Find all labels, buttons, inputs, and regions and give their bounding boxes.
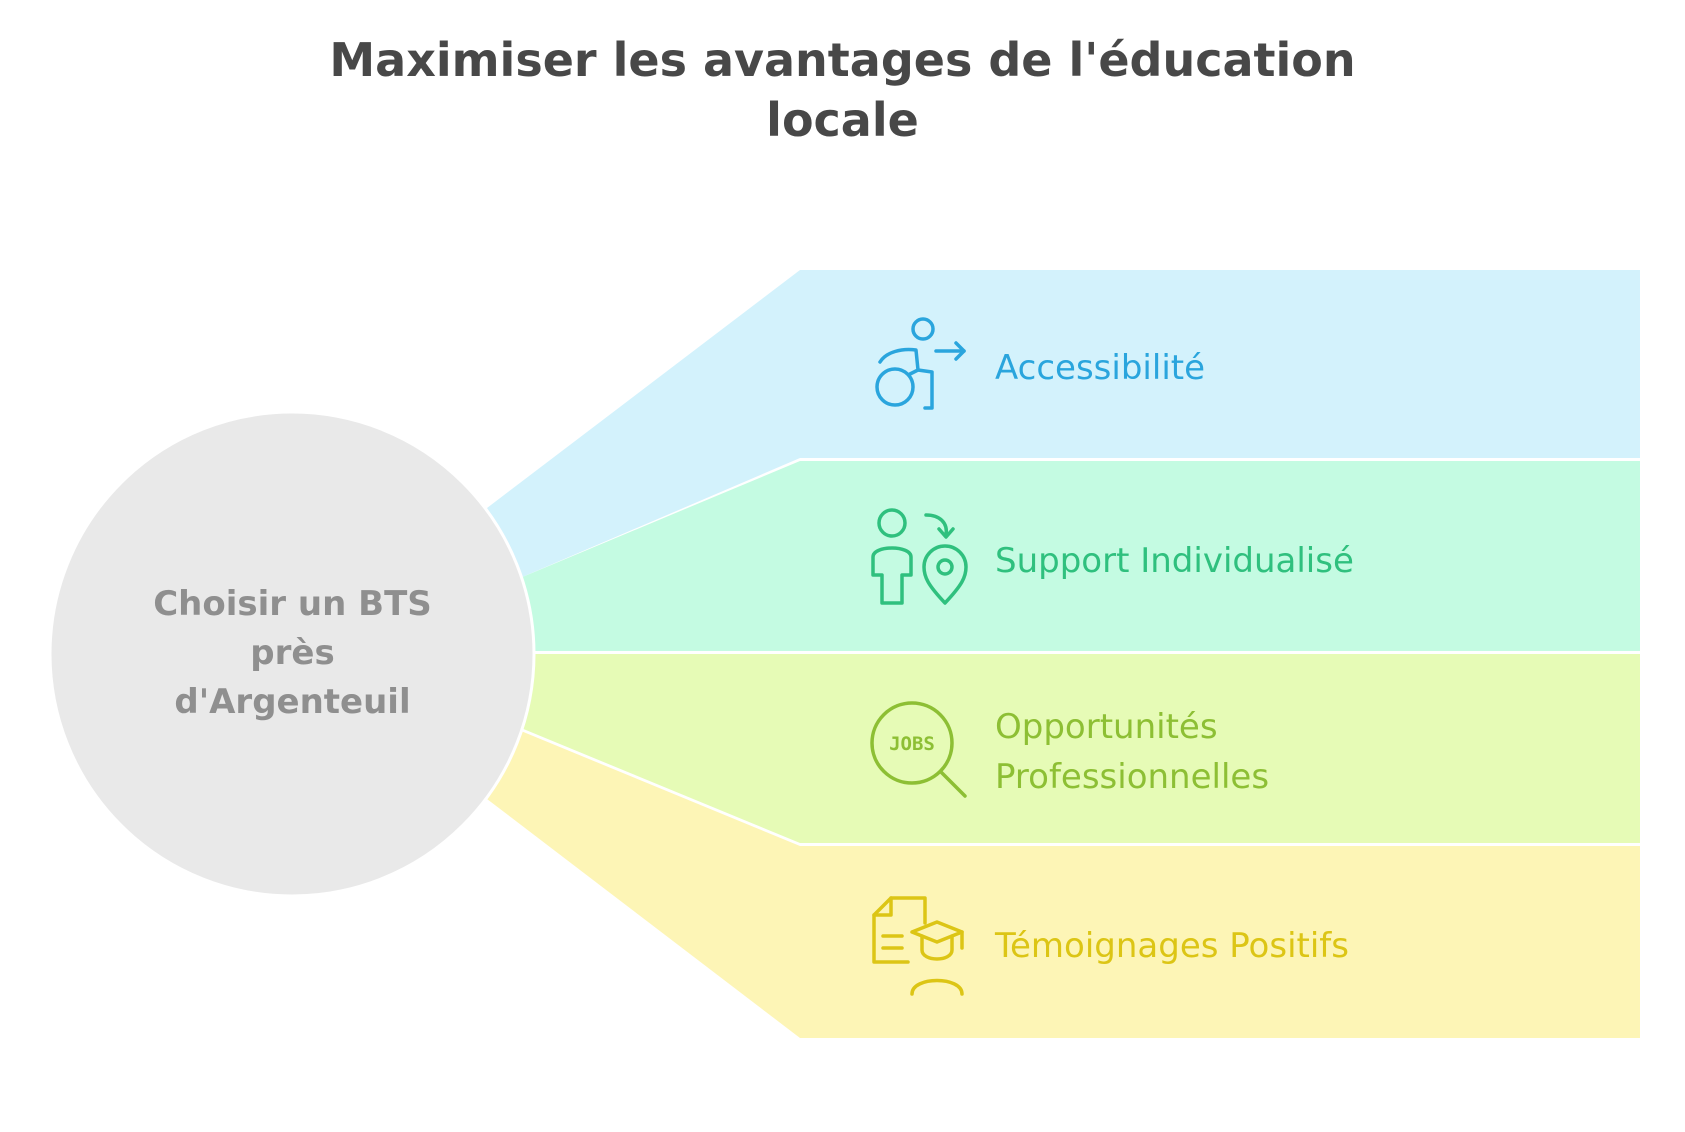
band-support-individualise	[520, 461, 1640, 651]
center-line-1: Choisir un BTS	[153, 584, 432, 624]
label-temoignages-positifs: Témoignages Positifs	[995, 921, 1349, 971]
title-line-1: Maximiser les avantages de l'éducation	[329, 33, 1356, 87]
center-circle	[48, 410, 536, 898]
label-accessibilite-text: Accessibilité	[995, 348, 1206, 388]
band-accessibilite	[487, 270, 1640, 578]
svg-text:JOBS: JOBS	[889, 733, 935, 755]
label-support-individualise-text: Support Individualisé	[995, 541, 1354, 581]
label-opportunites-line-2: Professionnelles	[995, 757, 1270, 797]
center-label: Choisir un BTS près d'Argenteuil	[95, 580, 490, 727]
label-opportunites-professionnelles: Opportunités Professionnelles	[995, 702, 1269, 802]
person-location-icon	[871, 508, 968, 605]
graduate-document-icon	[872, 896, 964, 996]
label-accessibilite: Accessibilité	[995, 343, 1205, 393]
title-line-2: locale	[766, 93, 919, 147]
label-temoignages-positifs-text: Témoignages Positifs	[995, 926, 1349, 966]
wheelchair-accessibility-icon	[875, 317, 966, 410]
jobs-search-icon: JOBS	[870, 701, 967, 798]
diagram-title: Maximiser les avantages de l'éducation l…	[0, 30, 1685, 150]
band-opportunites-professionnelles	[521, 654, 1640, 843]
center-line-3: d'Argenteuil	[174, 682, 411, 722]
center-line-2: près	[250, 633, 335, 673]
band-temoignages-positifs	[487, 731, 1640, 1038]
label-opportunites-line-1: Opportunités	[995, 707, 1218, 747]
label-support-individualise: Support Individualisé	[995, 536, 1354, 586]
